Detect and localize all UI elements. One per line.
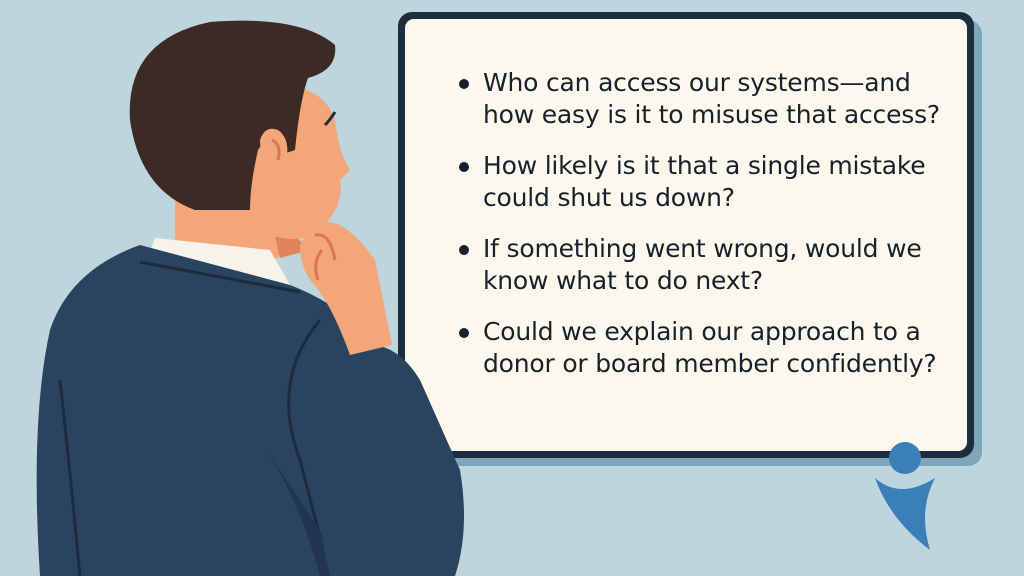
question-item: If something went wrong, would we know w…: [453, 233, 953, 297]
question-board: Who can access our systems—and how easy …: [398, 12, 974, 458]
question-list: Who can access our systems—and how easy …: [453, 67, 953, 399]
question-text: Could we explain our approach to a donor…: [483, 317, 937, 378]
question-item: Who can access our systems—and how easy …: [453, 67, 953, 131]
bullet-icon: [459, 328, 469, 338]
question-item: Could we explain our approach to a donor…: [453, 316, 953, 380]
question-text: Who can access our systems—and how easy …: [483, 68, 941, 129]
board-surface: Who can access our systems—and how easy …: [405, 19, 967, 451]
question-item: How likely is it that a single mistake c…: [453, 150, 953, 214]
bullet-icon: [459, 245, 469, 255]
bullet-icon: [459, 79, 469, 89]
question-text: How likely is it that a single mistake c…: [483, 151, 926, 212]
bullet-icon: [459, 162, 469, 172]
question-text: If something went wrong, would we know w…: [483, 234, 922, 295]
person-figure-logo-icon: [875, 442, 935, 550]
thinking-man-icon: [36, 20, 464, 576]
